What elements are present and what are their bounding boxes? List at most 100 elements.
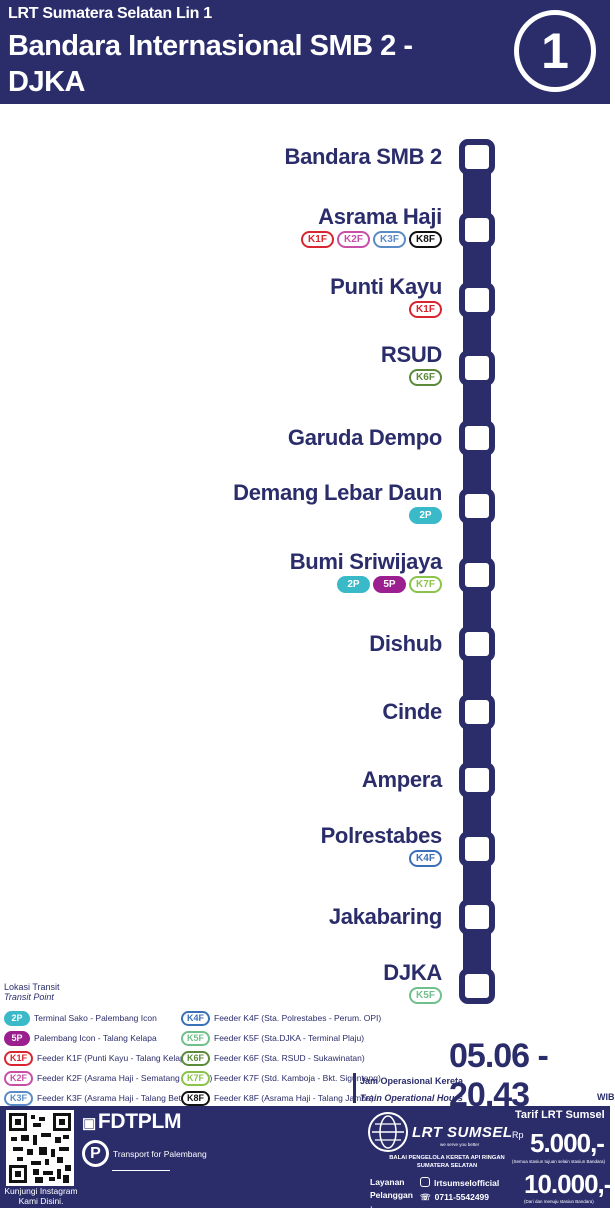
hours-divider — [353, 1073, 356, 1103]
parking-p-icon: P — [82, 1140, 109, 1167]
legend-subtitle: Transit Point — [4, 992, 54, 1002]
station-node — [459, 626, 495, 662]
legend-description: Feeder K1F (Punti Kayu - Talang Kelapa) — [37, 1053, 193, 1063]
lrt-sumsel-logo: LRT SUMSEL — [412, 1124, 513, 1141]
fdtplm-brand: ▣FDTPLM — [82, 1110, 182, 1134]
legend-description: Feeder K4F (Sta. Polrestabes - Perum. OP… — [214, 1013, 382, 1023]
station-node — [459, 420, 495, 456]
transit-badge-k5f: K5F — [409, 987, 442, 1004]
transit-badge-2p: 2P — [409, 507, 442, 524]
balai-name: BALAI PENGELOLA KERETA API RINGAN SUMATE… — [389, 1155, 505, 1169]
transit-badge-5p: 5P — [373, 576, 406, 593]
globe-icon — [368, 1112, 408, 1152]
station-name: Asrama Haji — [318, 204, 442, 229]
legend-description: Feeder K5F (Sta.DJKA - Terminal Plaju) — [214, 1033, 365, 1043]
legend-description: Terminal Sako - Palembang Icon — [34, 1013, 157, 1023]
legend-description: Feeder K8F (Asrama Haji - Talang Jambe) — [214, 1093, 374, 1103]
legend-title: Lokasi Transit — [4, 982, 60, 992]
instagram-qr-code[interactable] — [6, 1110, 74, 1186]
transit-badge-k2f: K2F — [4, 1070, 34, 1086]
currency-label: Rp — [512, 1130, 524, 1140]
hours-label: Jam Operasional Kereta — [360, 1076, 464, 1086]
legend-description: Palembang Icon - Talang Kelapa — [34, 1033, 157, 1043]
legend-description: Feeder K3F (Asrama Haji - Talang Betutu) — [37, 1093, 196, 1103]
station-name: Cinde — [382, 699, 442, 724]
header: LRT Sumatera Selatan Lin 1 Bandara Inter… — [0, 0, 610, 104]
fdtplm-label: FDTPLM — [97, 1110, 182, 1133]
station-node — [459, 350, 495, 386]
instagram-icon — [420, 1177, 430, 1187]
lrt-tagline: we serve you better — [440, 1142, 480, 1147]
station-name: Punti Kayu — [330, 274, 442, 299]
station-name: Ampera — [361, 767, 442, 792]
station-name: Polrestabes — [320, 823, 443, 848]
legend-description: Feeder K7F (Std. Kamboja - Bkt. Siguntan… — [214, 1073, 381, 1083]
transport-for-label: Transport for Palembang — [113, 1148, 207, 1159]
transit-badge-k6f: K6F — [181, 1050, 211, 1066]
station-node — [459, 762, 495, 798]
transit-badge-k4f: K4F — [181, 1010, 211, 1026]
transit-badge-k6f: K6F — [409, 369, 442, 386]
legend-row: 2P Terminal Sako - Palembang Icon — [4, 1008, 212, 1028]
customer-service-label: Layanan Pelanggan : — [370, 1177, 413, 1213]
station-node — [459, 899, 495, 935]
transit-badge-k2f: K2F — [337, 231, 370, 248]
line-name: LRT Sumatera Selatan Lin 1 — [8, 5, 212, 22]
transit-badge-k1f: K1F — [301, 231, 334, 248]
station-node — [459, 694, 495, 730]
instagram-handle[interactable]: lrtsumselofficial — [434, 1178, 500, 1188]
station-node — [459, 968, 495, 1004]
station-node — [459, 212, 495, 248]
station-name: Garuda Dempo — [287, 425, 442, 450]
station-transit-badges: K4F — [409, 850, 442, 867]
transit-badge-k7f: K7F — [409, 576, 442, 593]
transit-badge-k1f: K1F — [409, 301, 442, 318]
price-airport: 10.000,- — [524, 1169, 612, 1199]
transit-badge-k8f: K8F — [409, 231, 442, 248]
brand-divider — [112, 1170, 170, 1171]
transit-badge-k3f: K3F — [373, 231, 406, 248]
station-name: Jakabaring — [328, 904, 442, 929]
map-bus-icon: ▣ — [82, 1115, 96, 1132]
transit-badge-2p: 2P — [337, 576, 370, 593]
phone-icon: ☏ — [420, 1192, 431, 1202]
legend-description: Feeder K2F (Asrama Haji - Sematang Boran… — [37, 1073, 213, 1083]
price-regular: 5.000,- — [530, 1128, 605, 1158]
operational-hours: 05.06 - 20.43 — [449, 1037, 549, 1114]
transit-badge-k1f: K1F — [4, 1050, 34, 1066]
legend-description: Feeder K6F (Sta. RSUD - Sukawinatan) — [214, 1053, 365, 1063]
contact-info: lrtsumselofficial ☏0711-5542499 — [420, 1176, 499, 1204]
station-name: DJKA — [383, 960, 442, 985]
timezone-label: WIB — [597, 1092, 615, 1102]
phone-number[interactable]: 0711-5542499 — [434, 1192, 490, 1202]
station-transit-badges: K1F — [409, 301, 442, 318]
station-name: Dishub — [369, 631, 442, 656]
station-node — [459, 557, 495, 593]
transit-badge-k3f: K3F — [4, 1090, 34, 1106]
station-node — [459, 282, 495, 318]
transit-badge-k7f: K7F — [181, 1070, 211, 1086]
station-name: Demang Lebar Daun — [233, 480, 442, 505]
station-node — [459, 139, 495, 175]
station-transit-badges: 2P — [409, 507, 442, 524]
transit-badge-2p: 2P — [4, 1010, 30, 1026]
station-name: Bandara SMB 2 — [284, 144, 443, 169]
transit-badge-k8f: K8F — [181, 1090, 211, 1106]
instagram-caption: Kunjungi Instagram Kami Disini. — [4, 1186, 78, 1206]
transit-badge-5p: 5P — [4, 1030, 30, 1046]
footer: Kunjungi Instagram Kami Disini. ▣FDTPLM … — [0, 1106, 612, 1213]
station-transit-badges: K6F — [409, 369, 442, 386]
transit-badge-k4f: K4F — [409, 850, 442, 867]
legend-row: 5P Palembang Icon - Talang Kelapa — [4, 1028, 212, 1048]
station-node — [459, 488, 495, 524]
station-node — [459, 831, 495, 867]
station-name: RSUD — [380, 342, 442, 367]
